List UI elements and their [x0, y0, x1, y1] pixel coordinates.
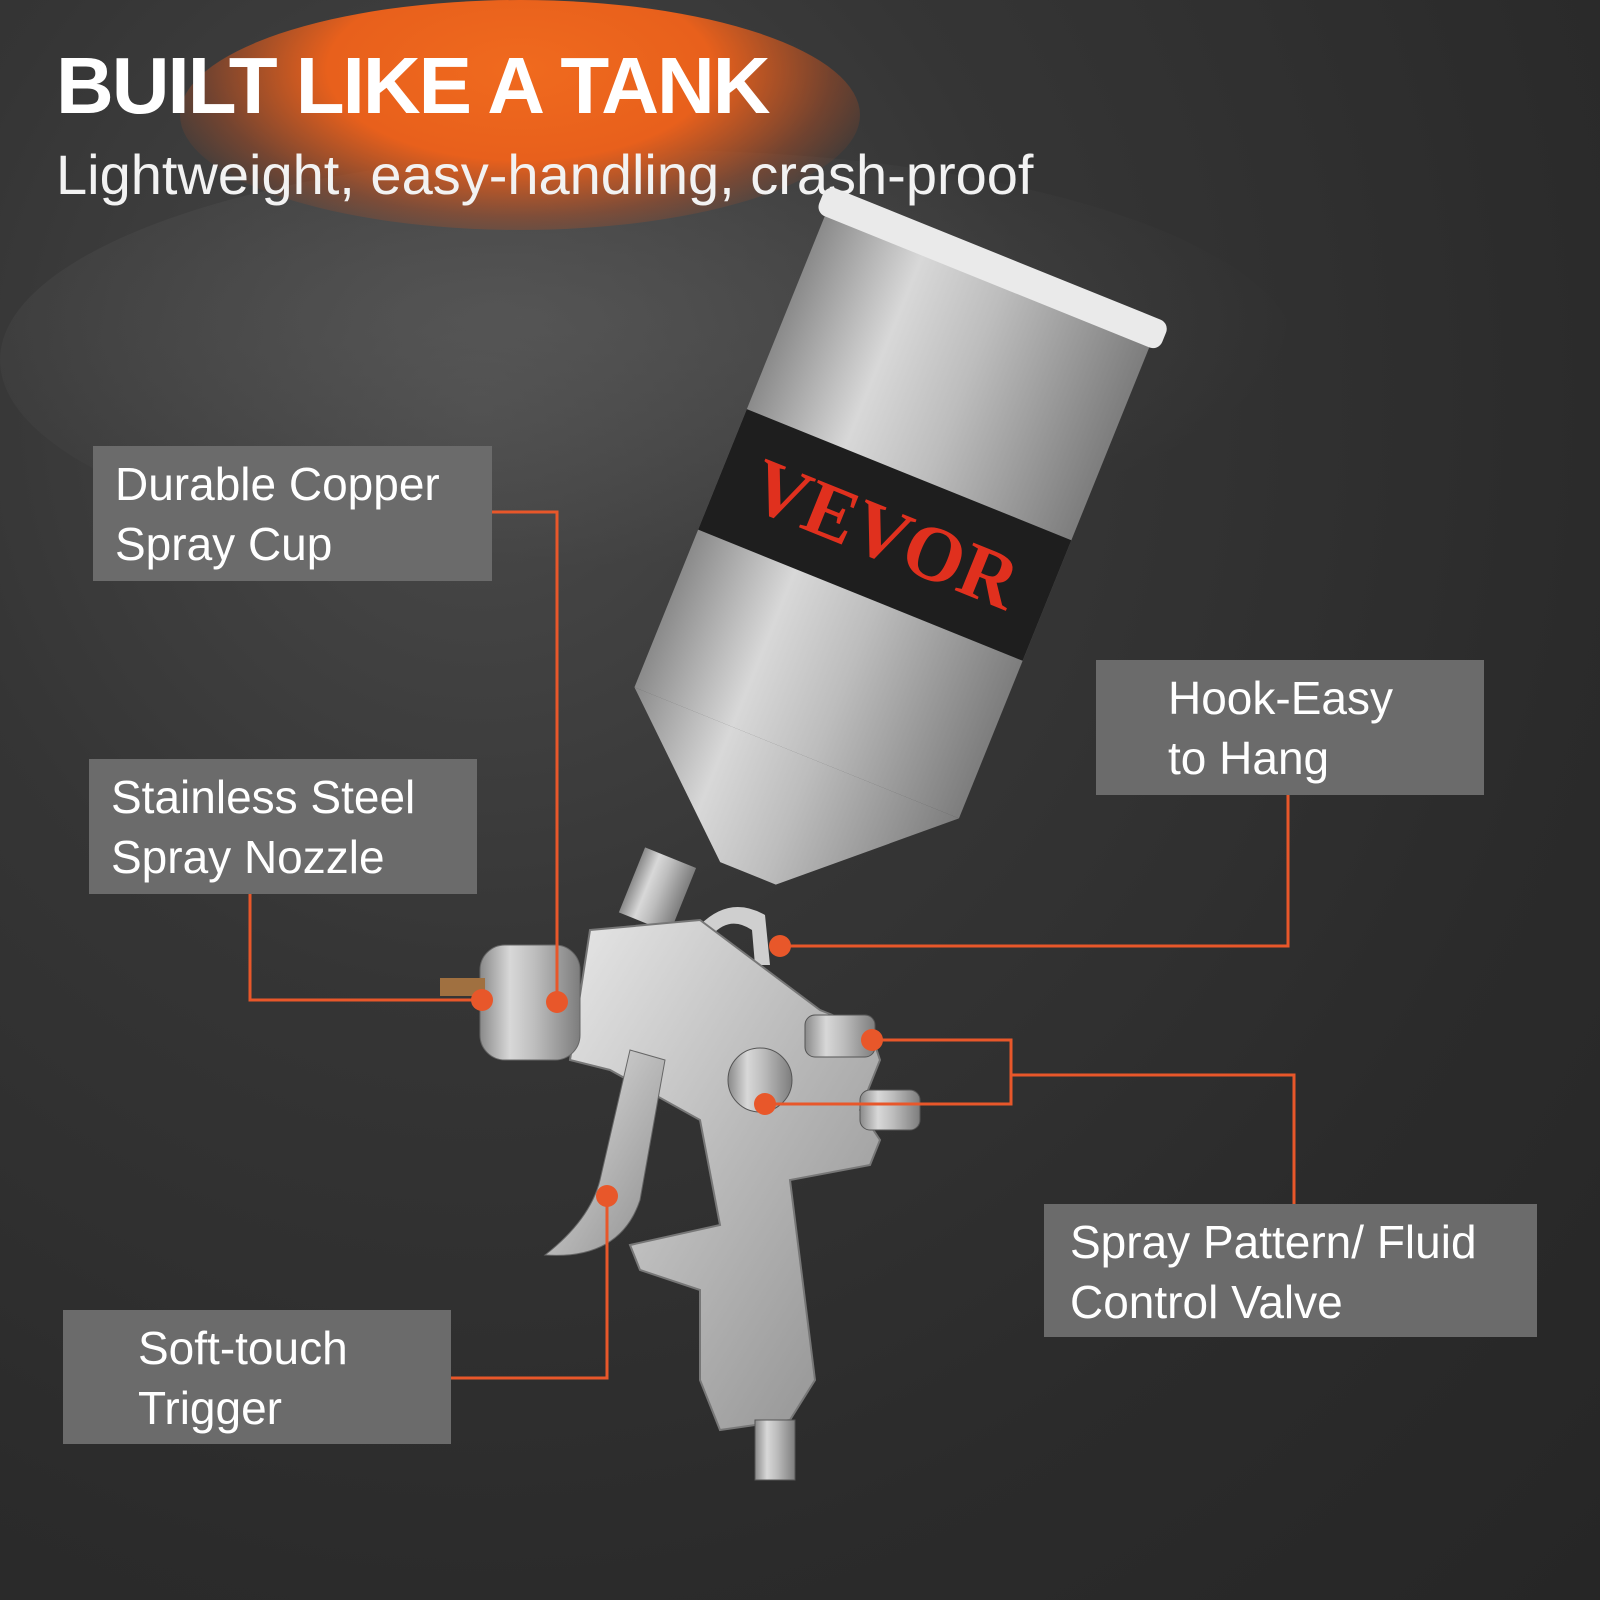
callout-text: Trigger: [138, 1382, 282, 1434]
callout-text: Stainless Steel: [111, 771, 416, 823]
callout-text: Soft-touch: [138, 1322, 348, 1374]
air-inlet: [754, 1419, 796, 1481]
callout-spray-cup: Durable Copper Spray Cup: [93, 446, 492, 581]
callout-trigger: Soft-touch Trigger: [63, 1310, 451, 1444]
callout-text: Spray Pattern/ Fluid: [1070, 1216, 1477, 1268]
callout-text: Hook-Easy: [1168, 672, 1393, 724]
nozzle-tip: [440, 978, 485, 996]
callout-control-valve: Spray Pattern/ Fluid Control Valve: [1044, 1204, 1537, 1337]
subheadline: Lightweight, easy-handling, crash-proof: [56, 143, 1034, 206]
cup-neck: [618, 847, 697, 933]
callout-text: to Hang: [1168, 732, 1330, 784]
callout-dots: [471, 935, 883, 1207]
headline: BUILT LIKE A TANK: [56, 41, 771, 130]
air-knob: [859, 1089, 921, 1131]
callout-text: Control Valve: [1070, 1276, 1343, 1328]
trigger: [543, 1049, 666, 1256]
callout-text: Durable Copper: [115, 458, 440, 510]
callout-hook: Hook-Easy to Hang: [1096, 660, 1484, 795]
callout-text: Spray Nozzle: [111, 831, 385, 883]
callout-spray-nozzle: Stainless Steel Spray Nozzle: [89, 759, 477, 894]
callout-text: Spray Cup: [115, 518, 333, 570]
cup-lid: [818, 187, 1167, 349]
spray-cup: VEVOR: [634, 187, 1167, 885]
hook: [700, 907, 770, 965]
callout-lines: [248, 510, 1296, 1380]
orange-paint-splash: [180, 0, 860, 230]
